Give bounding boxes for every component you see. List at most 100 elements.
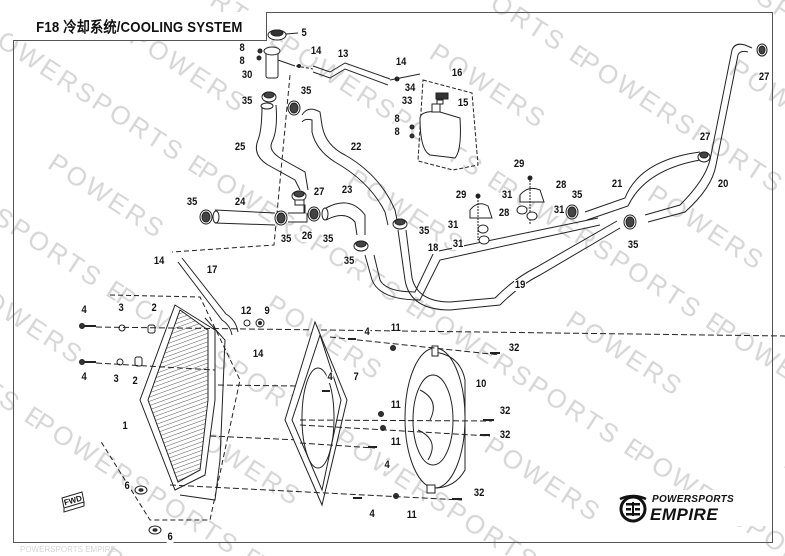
callout-5: 5 — [300, 27, 308, 39]
callout-31: 31 — [447, 219, 460, 231]
bolt-icon — [79, 323, 156, 367]
callout-11: 11 — [390, 322, 402, 334]
hose-20-icon — [644, 43, 753, 223]
filler-neck-icon — [256, 46, 296, 79]
callout-14: 14 — [153, 255, 166, 267]
callout-25: 25 — [234, 141, 247, 153]
hose-22-icon — [301, 108, 399, 226]
callout-35: 35 — [627, 239, 640, 251]
callout-15: 15 — [457, 97, 470, 109]
coolant-reservoir-icon — [409, 92, 461, 159]
callout-14: 14 — [395, 56, 408, 68]
title-box: F18 冷却系统/COOLING SYSTEM — [13, 12, 267, 41]
callout-27: 27 — [699, 131, 712, 143]
callout-35: 35 — [418, 225, 431, 237]
hose-25-icon — [255, 104, 309, 191]
callout-8: 8 — [238, 55, 246, 67]
callout-35: 35 — [241, 95, 254, 107]
callout-8: 8 — [393, 113, 401, 125]
empire-emblem-icon — [619, 494, 647, 523]
reservoir-group-outline — [417, 79, 479, 171]
callout-11: 11 — [390, 436, 402, 448]
callout-32: 32 — [499, 429, 512, 441]
hose-clamp-icon — [353, 218, 408, 252]
callout-21: 21 — [611, 178, 624, 190]
hose-clamp-icon — [260, 91, 277, 110]
callout-31: 31 — [452, 238, 465, 250]
callout-4: 4 — [383, 459, 391, 471]
t-fitting-icon — [288, 199, 308, 223]
brand-line1: POWERSPORTS — [652, 494, 735, 505]
callout-3: 3 — [117, 302, 125, 314]
callout-31: 31 — [501, 189, 514, 201]
callout-31: 31 — [553, 204, 566, 216]
overflow-hose-icon — [312, 62, 391, 86]
callout-4: 4 — [368, 508, 376, 520]
callout-6: 6 — [166, 531, 174, 543]
callout-35: 35 — [322, 233, 335, 245]
callout-2: 2 — [131, 375, 139, 387]
callout-17: 17 — [206, 264, 219, 276]
callout-4: 4 — [326, 371, 334, 383]
callout-26: 26 — [301, 230, 314, 242]
callout-28: 28 — [498, 207, 511, 219]
callout-1: 1 — [121, 420, 129, 432]
callout-19: 19 — [514, 279, 527, 291]
hose-23-icon — [325, 202, 366, 236]
callout-34: 34 — [404, 82, 417, 94]
callout-29: 29 — [455, 189, 468, 201]
radiator-icon — [139, 304, 226, 501]
breather-hose-17-icon — [177, 257, 239, 336]
brand-logo: POWERSPORTS EMPIRE — [616, 490, 766, 526]
callout-28: 28 — [555, 179, 568, 191]
diagram-frame — [13, 12, 773, 543]
callout-4: 4 — [80, 304, 88, 316]
callout-9: 9 — [263, 305, 271, 317]
watermark: POWERSPORTS EMPIRE — [20, 545, 116, 554]
callout-10: 10 — [475, 378, 488, 390]
callout-30: 30 — [241, 69, 254, 81]
callout-33: 33 — [401, 95, 414, 107]
callout-13: 13 — [337, 48, 350, 60]
callout-35: 35 — [280, 233, 293, 245]
fan-shroud-icon — [284, 320, 348, 507]
callout-12: 12 — [240, 305, 253, 317]
page-title: F18 冷却系统/COOLING SYSTEM — [36, 18, 243, 36]
callout-14: 14 — [310, 45, 323, 57]
callout-22: 22 — [350, 141, 363, 153]
callout-29: 29 — [513, 158, 526, 170]
pipe-18-icon — [364, 217, 601, 301]
callout-32: 32 — [473, 487, 486, 499]
hose-clamp-icon — [565, 43, 768, 230]
hose-21-icon — [584, 151, 701, 221]
callout-27: 27 — [758, 71, 771, 83]
callout-23: 23 — [341, 184, 354, 196]
hose-24-icon — [214, 209, 276, 226]
callout-35: 35 — [186, 196, 199, 208]
radiator-group-outline — [99, 294, 241, 521]
callout-35: 35 — [343, 255, 356, 267]
hose-clamp-icon — [287, 100, 301, 116]
callout-14: 14 — [252, 348, 265, 360]
callout-4: 4 — [80, 371, 88, 383]
brand-line2: EMPIRE — [650, 505, 719, 524]
callout-20: 20 — [717, 178, 730, 190]
callout-2: 2 — [150, 302, 158, 314]
callout-7: 7 — [352, 371, 360, 383]
pipe-19-icon — [397, 220, 621, 311]
callout-6: 6 — [123, 480, 131, 492]
callout-32: 32 — [508, 342, 521, 354]
callout-24: 24 — [234, 196, 247, 208]
callout-18: 18 — [427, 242, 440, 254]
callout-16: 16 — [451, 67, 464, 79]
callout-8: 8 — [393, 126, 401, 138]
radiator-cap-icon — [267, 29, 299, 41]
cooling-fan-icon — [404, 345, 466, 494]
callout-11: 11 — [406, 509, 418, 521]
callout-27: 27 — [313, 186, 326, 198]
callout-4: 4 — [363, 326, 371, 338]
callout-35: 35 — [300, 85, 313, 97]
